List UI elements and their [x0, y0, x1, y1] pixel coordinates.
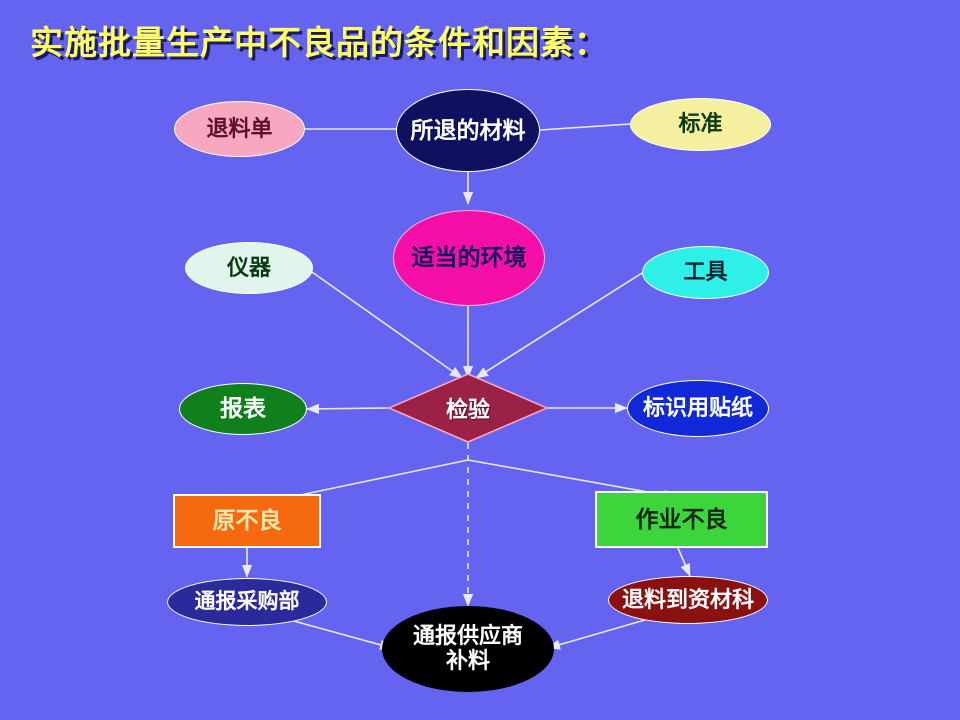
node-label: 作业不良: [635, 505, 728, 532]
node-baobiao[interactable]: 报表: [179, 383, 307, 435]
edge-suotuidecailiao-biaozhun: [539, 123, 631, 131]
node-shidangdehuanjing[interactable]: 适当的环境: [393, 210, 545, 306]
node-tuiliaodan[interactable]: 退料单: [174, 101, 305, 157]
edge-zuoyebuliang-tuiliaodaozicaike: [677, 547, 691, 577]
node-biaoshiyongtiezhi[interactable]: 标识用贴纸: [627, 380, 769, 437]
node-gongju[interactable]: 工具: [642, 246, 769, 299]
node-label: 检验: [445, 397, 490, 422]
node-tuiliaodaozicaike[interactable]: 退料到资材科: [608, 576, 768, 624]
node-yiqi[interactable]: 仪器: [185, 242, 313, 294]
edge-tongbaocaigoubu-tongbaogongyingshang: [289, 619, 393, 650]
node-label: 标准: [678, 111, 723, 137]
edge-jianyan-baobiao: [306, 403, 389, 414]
node-label: 退料单: [206, 115, 273, 141]
node-yuanbuliang[interactable]: 原不良: [173, 494, 321, 548]
node-tongbaogongyingshang[interactable]: 通报供应商 补料: [382, 606, 554, 692]
edge-tuiliaodaozicaike-tongbaogongyingshang: [547, 619, 646, 650]
node-label: 所退的材料: [410, 116, 526, 143]
node-biaozhun[interactable]: 标准: [630, 98, 771, 151]
node-label: 标识用贴纸: [642, 395, 753, 421]
node-label: 仪器: [226, 254, 271, 280]
node-tongbaocaigoubu[interactable]: 通报采购部: [167, 578, 327, 626]
node-label: 适当的环境: [411, 244, 527, 271]
node-jianyan[interactable]: 检验: [388, 373, 548, 443]
node-label-line1: 通报供应商: [412, 623, 523, 649]
node-label: 工具: [683, 259, 728, 285]
node-label-line2: 补料: [445, 648, 490, 673]
node-label: 原不良: [212, 507, 282, 534]
page-title: 实施批量生产中不良品的条件和因素：: [30, 24, 608, 61]
node-label: 通报采购部: [194, 590, 300, 614]
diamond-shape-icon: [388, 373, 548, 443]
node-suotuidecailiao[interactable]: 所退的材料: [396, 89, 540, 172]
node-label: 报表: [220, 395, 266, 422]
node-label: 退料到资材科: [621, 586, 754, 612]
node-zuoyebuliang[interactable]: 作业不良: [595, 491, 768, 548]
